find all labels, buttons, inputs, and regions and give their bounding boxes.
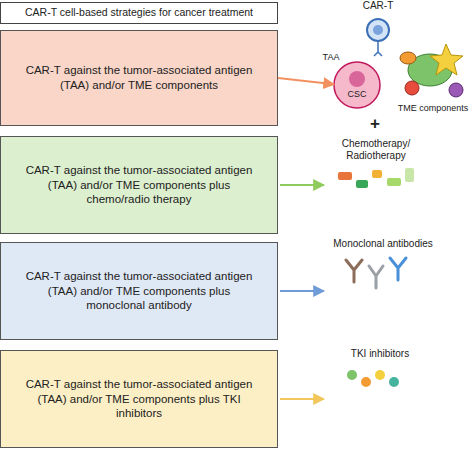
antigen-label: TAA	[318, 52, 344, 63]
tki-dot	[375, 370, 385, 380]
box-text: CAR-T against the tumor-associated antig…	[17, 269, 261, 314]
therapy-label: Monoclonal antibodies	[318, 238, 448, 250]
tme-cell	[405, 81, 419, 95]
pointer-arrow	[280, 290, 324, 292]
cart-cell	[367, 19, 389, 41]
cell-label: CAR-T	[353, 0, 403, 12]
therapy-label: TKI inhibitors	[330, 348, 430, 360]
car-receptor	[374, 41, 382, 56]
tki-dot	[361, 377, 371, 387]
strategy-box: CAR-T against the tumor-associated antig…	[0, 136, 278, 234]
cart-nucleus	[373, 25, 383, 35]
box-text: CAR-T against the tumor-associated antig…	[17, 377, 261, 422]
strategy-box: CAR-T against the tumor-associated antig…	[0, 350, 278, 448]
tki-dot	[347, 370, 357, 380]
tme-cell	[430, 44, 463, 75]
strategy-box: CAR-T against the tumor-associated antig…	[0, 30, 278, 126]
pointer-arrow	[280, 184, 324, 186]
drug-icon	[338, 172, 352, 180]
plus-sign: +	[360, 114, 390, 134]
tki-dot	[389, 377, 399, 387]
tme-cell	[400, 52, 416, 64]
therapy-label: Chemotherapy/ Radiotherapy	[330, 138, 422, 162]
drug-icon	[405, 168, 414, 182]
pointer-arrow	[280, 398, 324, 400]
antibody-icon	[390, 258, 406, 280]
title-box: CAR-T cell-based strategies for cancer t…	[0, 2, 278, 24]
box-text: CAR-T against the tumor-associated antig…	[17, 63, 261, 93]
cell-outline	[332, 60, 382, 110]
drug-icon	[356, 180, 368, 188]
cell-membrane	[334, 62, 380, 108]
strategy-box: CAR-T against the tumor-associated antig…	[0, 242, 278, 340]
drug-icon	[387, 178, 401, 186]
antibody-icon	[369, 266, 383, 288]
antibody-icon	[346, 260, 362, 282]
tme-label: TME components	[392, 103, 474, 114]
box-text: CAR-T against the tumor-associated antig…	[17, 163, 261, 208]
drug-icon	[372, 170, 382, 178]
tme-cell	[449, 83, 463, 97]
flow-arrow	[278, 78, 334, 84]
cancer-stem-cell: CSC	[332, 60, 382, 110]
box-text: CAR-T cell-based strategies for cancer t…	[25, 6, 253, 20]
cell-nucleus	[349, 71, 365, 87]
cell-name: CSC	[347, 89, 366, 101]
